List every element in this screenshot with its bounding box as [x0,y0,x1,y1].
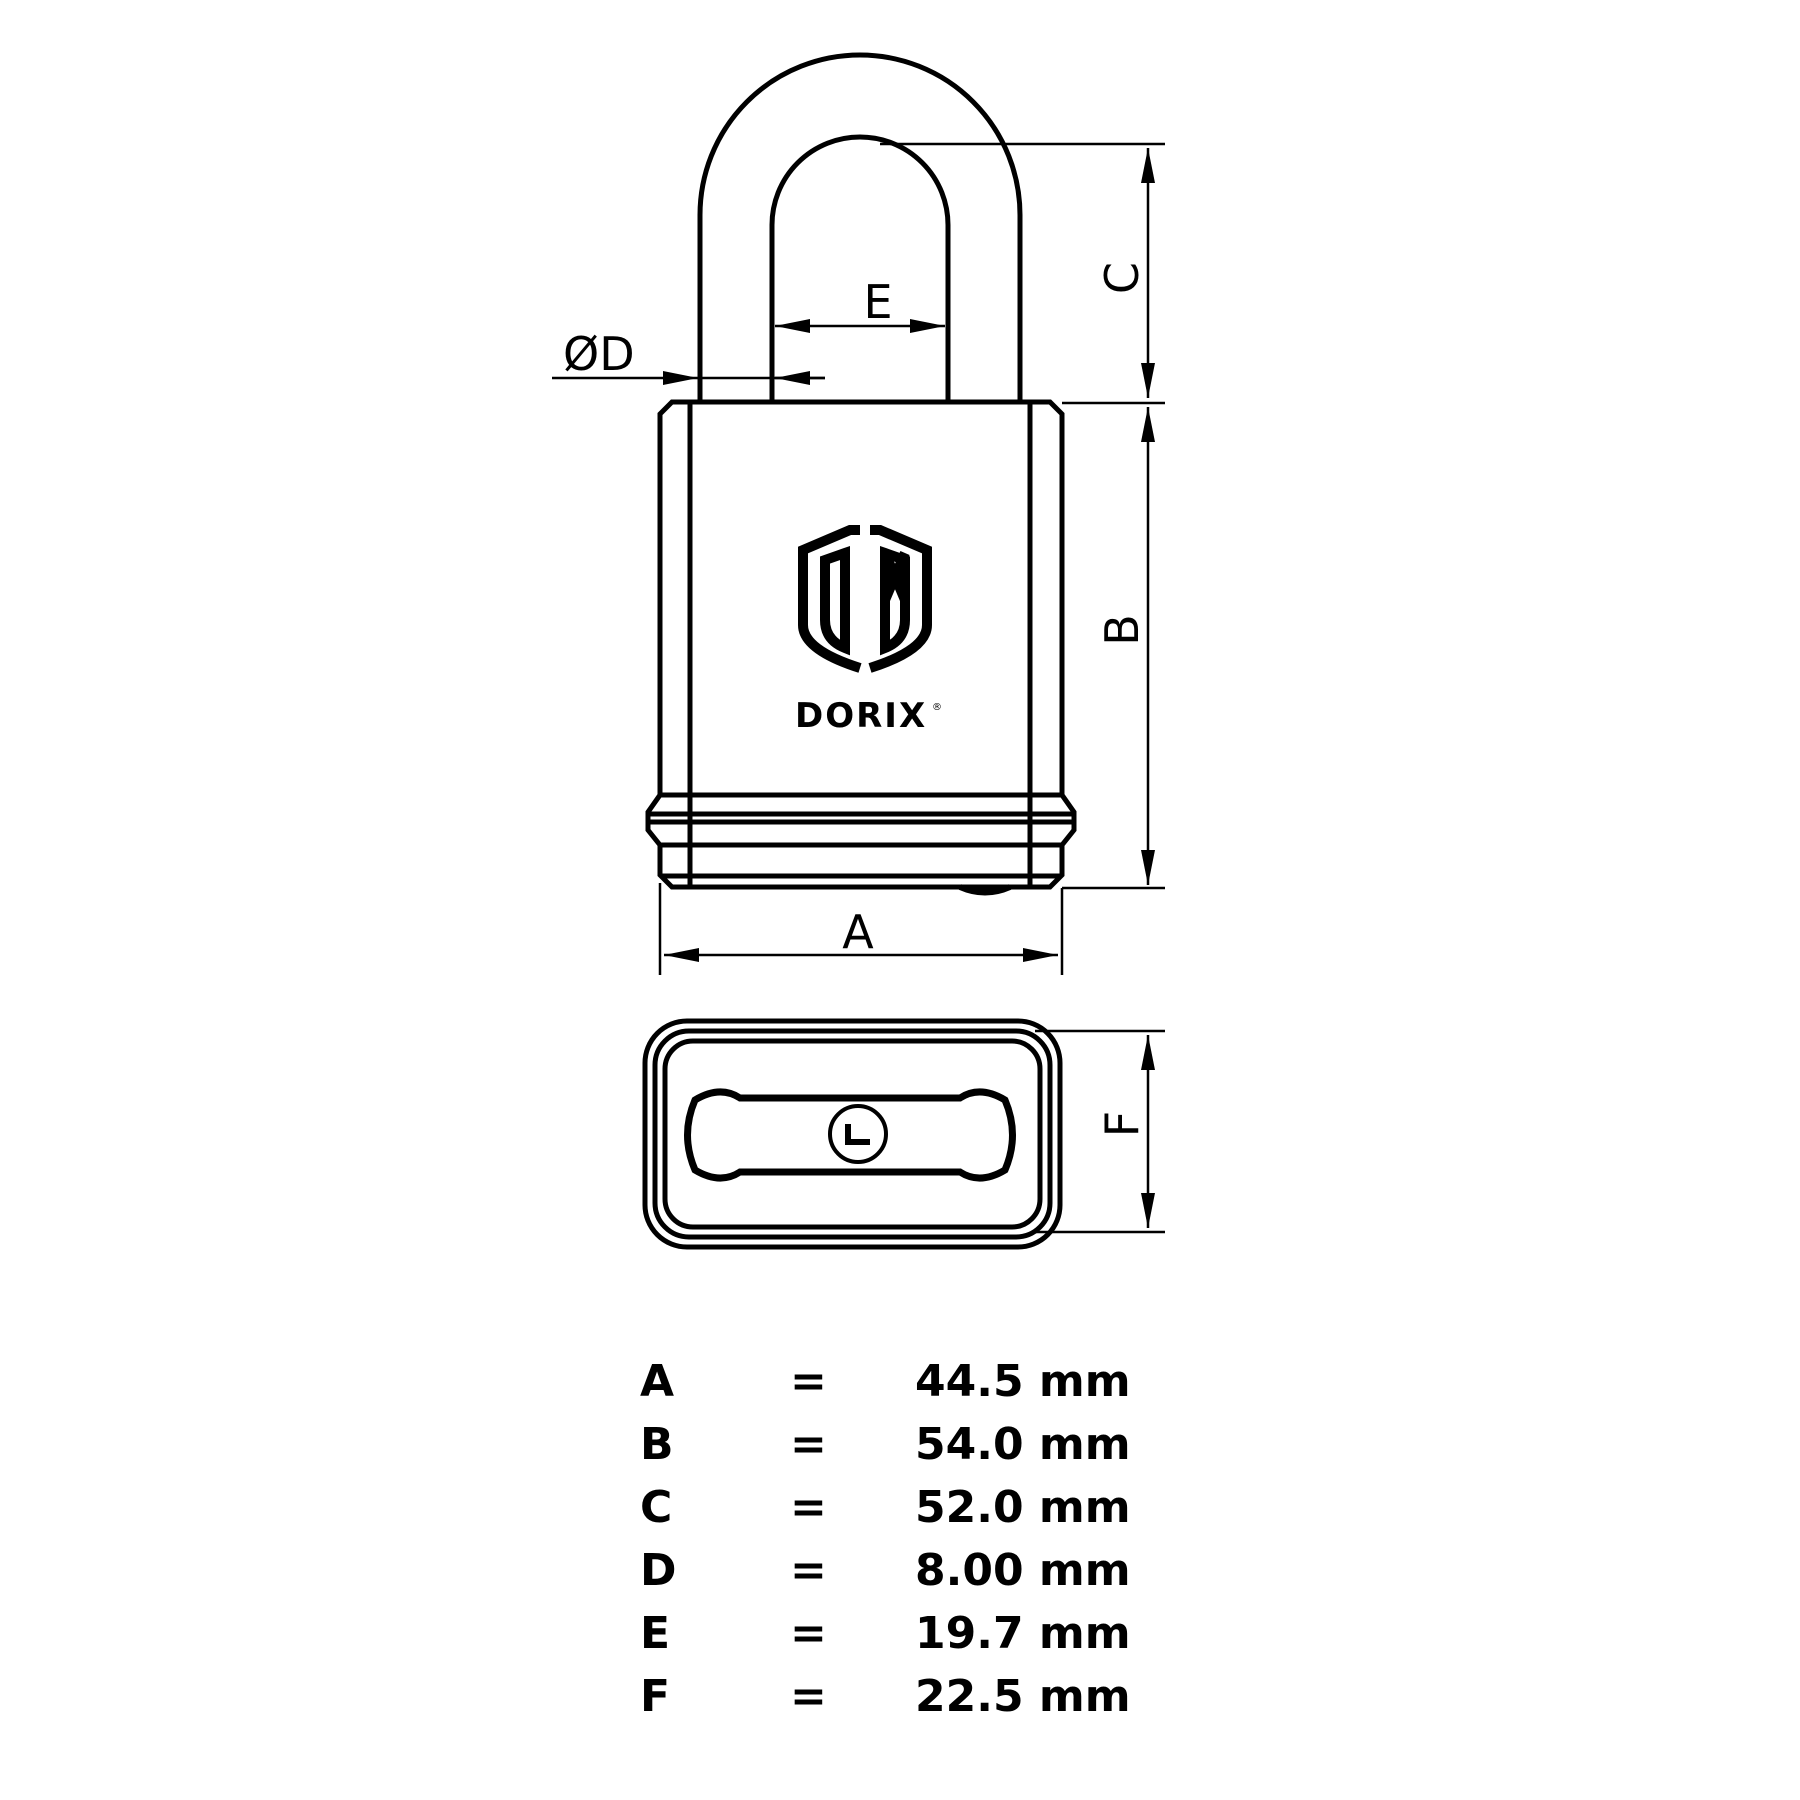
spec-value: 44.5 mm [915,1356,1131,1407]
spec-equals: = [790,1419,827,1470]
dimension-spec-table: A = 44.5 mm B = 54.0 mm C = 52.0 mm D = … [640,1350,1200,1728]
spec-key: A [640,1356,675,1407]
spec-row-b: B = 54.0 mm [640,1413,1200,1476]
dimension-lines [552,142,1165,1234]
spec-value: 8.00 mm [915,1545,1131,1596]
lock-body [645,399,1077,896]
spec-value: 54.0 mm [915,1419,1131,1470]
spec-row-c: C = 52.0 mm [640,1476,1200,1539]
spec-key: E [640,1608,671,1659]
spec-key: F [640,1671,671,1722]
dorix-logo-icon [798,525,932,673]
spec-row-a: A = 44.5 mm [640,1350,1200,1413]
spec-equals: = [790,1671,827,1722]
keyhole-icon [828,1104,888,1164]
spec-value: 22.5 mm [915,1671,1131,1722]
dim-label-d: ØD [563,327,635,381]
spec-row-f: F = 22.5 mm [640,1665,1200,1728]
dim-label-a: A [842,905,874,959]
dim-label-f: F [1095,1111,1149,1137]
dim-label-b: B [1095,614,1149,646]
spec-value: 52.0 mm [915,1482,1131,1533]
dim-label-c: C [1095,262,1149,294]
spec-equals: = [790,1356,827,1407]
spec-row-e: E = 19.7 mm [640,1602,1200,1665]
dim-label-e: E [863,275,892,329]
spec-equals: = [790,1608,827,1659]
spec-key: B [640,1419,674,1470]
shackle [697,52,1023,402]
brand-name: DORIX [795,696,927,736]
spec-row-d: D = 8.00 mm [640,1539,1200,1602]
spec-equals: = [790,1545,827,1596]
spec-key: C [640,1482,673,1533]
spec-key: D [640,1545,677,1596]
spec-equals: = [790,1482,827,1533]
spec-value: 19.7 mm [915,1608,1131,1659]
registered-mark: ® [932,702,942,713]
bottom-view [642,1018,1063,1250]
